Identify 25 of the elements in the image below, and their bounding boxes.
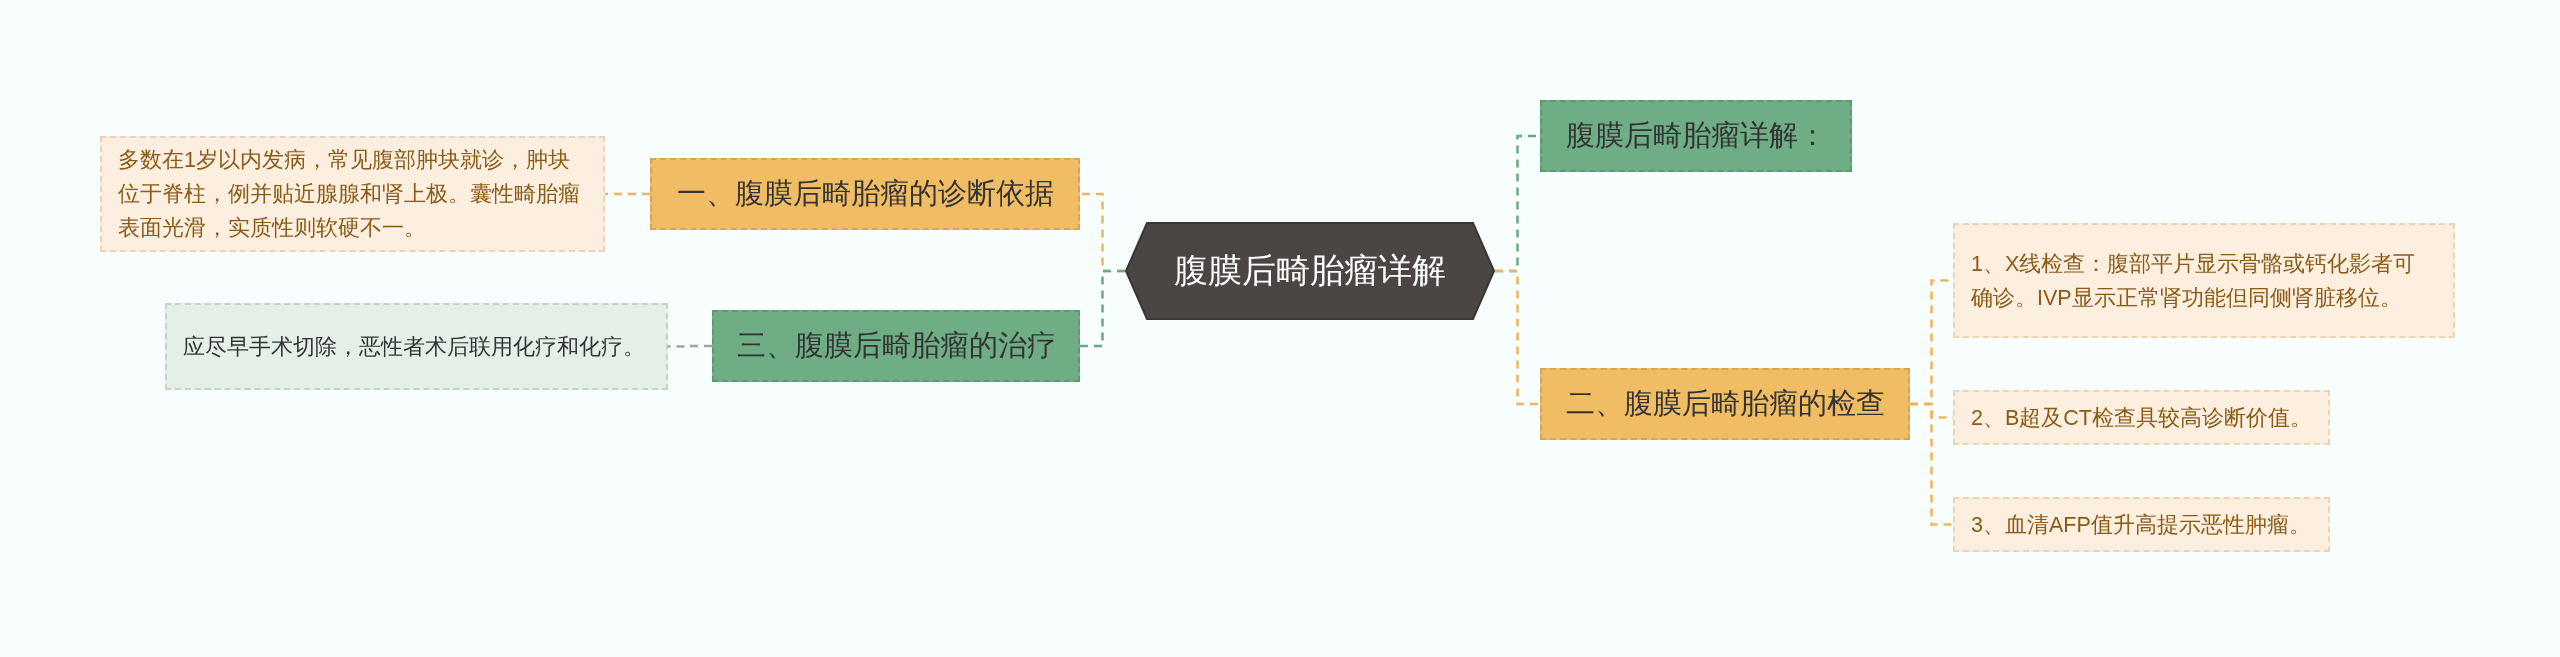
node-text: 应尽早手术切除，恶性者术后联用化疗和化疗。 bbox=[183, 333, 645, 361]
note-box bbox=[165, 303, 668, 390]
node-text: 一、腹膜后畸胎瘤的诊断依据 bbox=[676, 176, 1054, 211]
topic-box bbox=[1540, 368, 1910, 440]
connector-line bbox=[1495, 269, 1540, 406]
node-text: 2、B超及CT检查具较高诊断价值。 bbox=[1971, 404, 2312, 432]
topic-box bbox=[1540, 100, 1852, 172]
node-text: 腹膜后畸胎瘤详解： bbox=[1565, 118, 1827, 153]
node-text: 3、血清AFP值升高提示恶性肿瘤。 bbox=[1971, 511, 2311, 539]
connector-line bbox=[1910, 402, 1953, 526]
central-topic-hexagon bbox=[1125, 222, 1495, 320]
node-text: 腹膜后畸胎瘤详解 bbox=[1174, 250, 1446, 291]
node-text: 多数在1岁以内发病，常见腹部肿块就诊，肿块位于脊柱，例并贴近腺腺和肾上极。囊性畸胎瘤表面光滑，实质性则软硬不一。 bbox=[118, 147, 581, 242]
connector-line bbox=[1080, 269, 1125, 348]
note-box bbox=[1953, 497, 2330, 552]
note-box bbox=[1953, 390, 2330, 445]
note-box bbox=[1953, 223, 2455, 338]
connector-line bbox=[668, 344, 712, 348]
topic-box bbox=[650, 158, 1080, 230]
node-text: 三、腹膜后畸胎瘤的治疗 bbox=[736, 328, 1056, 363]
topic-box bbox=[712, 310, 1080, 382]
node-text: 二、腹膜后畸胎瘤的检查 bbox=[1565, 386, 1885, 421]
connector-line bbox=[605, 192, 650, 196]
node-text: 1、X线检查：腹部平片显示骨骼或钙化影者可确诊。IVP显示正常肾功能但同侧肾脏移位。 bbox=[1971, 250, 2417, 312]
note-box bbox=[100, 136, 605, 252]
